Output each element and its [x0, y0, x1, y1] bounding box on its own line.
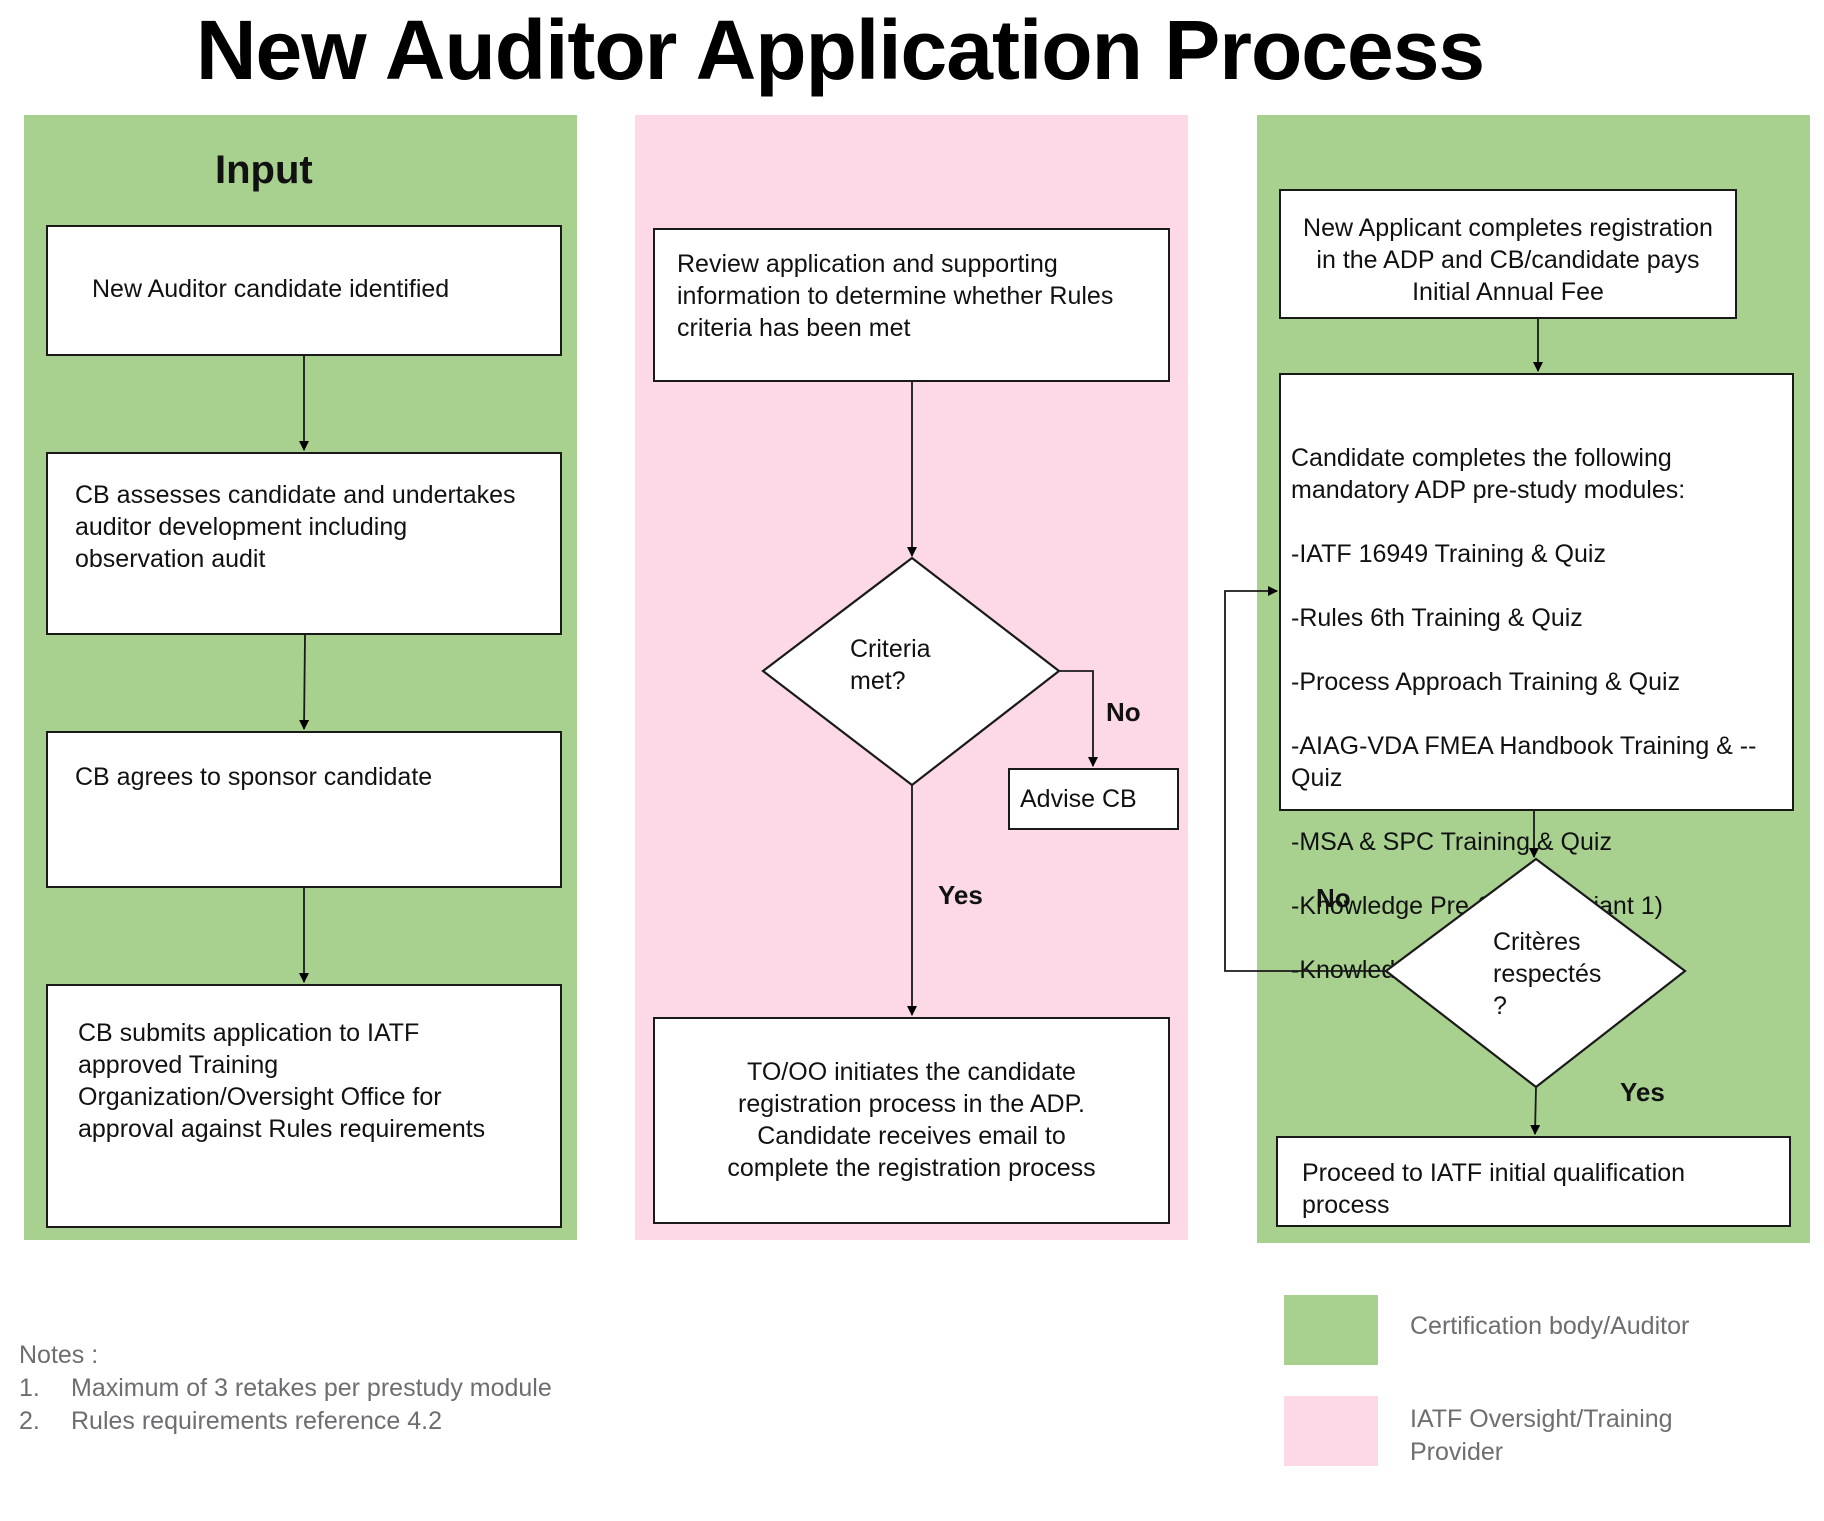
legend-swatch-iatf-oversight	[1284, 1396, 1378, 1466]
step-review-application: Review application and supporting inform…	[653, 228, 1170, 382]
module-item: -AIAG-VDA FMEA Handbook Training & -- Qu…	[1291, 732, 1757, 792]
step-text: Proceed to IATF initial qualification pr…	[1302, 1159, 1686, 1219]
step-text: New Applicant completes registration in …	[1303, 214, 1713, 306]
note-item: 1. Maximum of 3 retakes per prestudy modu…	[19, 1372, 552, 1405]
lane-title-input: Input	[215, 148, 313, 192]
legend-label-certification-body: Certification body/Auditor	[1410, 1312, 1690, 1340]
step-proceed-initial-qualification: Proceed to IATF initial qualification pr…	[1276, 1136, 1791, 1227]
step-text: New Auditor candidate identified	[92, 275, 450, 303]
note-number: 2.	[19, 1407, 40, 1435]
branch-label-yes-proceed: Yes	[1620, 1077, 1665, 1107]
step-cb-assesses-candidate: CB assesses candidate and undertakes aud…	[46, 452, 562, 635]
note-item: 2. Rules requirements reference 4.2	[19, 1405, 552, 1438]
note-text: Maximum of 3 retakes per prestudy module	[71, 1374, 552, 1402]
notes-section: Notes : 1. Maximum of 3 retakes per prest…	[19, 1339, 552, 1438]
decision-criteres-respectes-text: Critères respectés ?	[1493, 928, 1602, 1020]
step-prestudy-modules: Candidate completes the following mandat…	[1279, 373, 1794, 984]
step-text: Review application and supporting inform…	[677, 250, 1114, 342]
notes-heading: Notes :	[19, 1341, 99, 1369]
decision-criteria-met-text: Criteria met?	[850, 635, 931, 695]
step-applicant-completes-registration: New Applicant completes registration in …	[1279, 189, 1737, 319]
step-advise-cb: Advise CB	[1008, 768, 1179, 830]
step-text: TO/OO initiates the candidate registrati…	[727, 1058, 1096, 1182]
note-number: 1.	[19, 1374, 40, 1402]
legend-swatch-certification-body	[1284, 1295, 1378, 1365]
step-text: CB submits application to IATF approved …	[78, 1019, 486, 1143]
branch-label-no: No	[1106, 697, 1141, 727]
note-text: Rules requirements reference 4.2	[71, 1407, 443, 1435]
module-item: -Process Approach Training & Quiz	[1291, 668, 1681, 696]
step-cb-submits-application: CB submits application to IATF approved …	[46, 984, 562, 1228]
step-text: CB assesses candidate and undertakes aud…	[75, 481, 516, 573]
page-title: New Auditor Application Process	[195, 3, 1485, 97]
module-item: -MSA & SPC Training & Quiz	[1291, 828, 1612, 856]
module-item: -Knowledge Pre-Study (Variant 1)	[1291, 892, 1663, 920]
step-text: Advise CB	[1020, 785, 1137, 813]
legend-label-iatf-oversight: IATF Oversight/Training Provider	[1410, 1405, 1673, 1466]
step-text: CB agrees to sponsor candidate	[75, 763, 433, 791]
step-cb-sponsors-candidate: CB agrees to sponsor candidate	[46, 731, 562, 888]
module-item: -IATF 16949 Training & Quiz	[1291, 540, 1606, 568]
branch-label-yes: Yes	[938, 880, 983, 910]
modules-intro: Candidate completes the following mandat…	[1291, 444, 1686, 504]
step-to-oo-initiates-registration: TO/OO initiates the candidate registrati…	[653, 1017, 1170, 1224]
branch-label-no-retake: No	[1316, 883, 1351, 913]
step-candidate-identified: New Auditor candidate identified	[46, 225, 562, 356]
module-item: -Rules 6th Training & Quiz	[1291, 604, 1583, 632]
